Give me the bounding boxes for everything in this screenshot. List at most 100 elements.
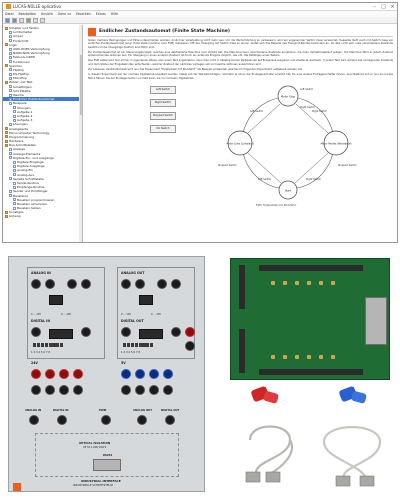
tree-item[interactable]: Lichtschalter [3,30,82,34]
tree-item[interactable]: Fortschritt [3,39,82,43]
jack-5v-gnd-2[interactable] [135,385,145,395]
tree-item[interactable]: Anzeige [3,147,82,151]
tree-item[interactable]: Speicher [3,64,82,68]
tree-item[interactable]: Serielle Schnittstelle [3,177,82,181]
jack-5v-blue-4[interactable] [163,369,173,379]
jack-5v-gnd-3[interactable] [149,385,159,395]
jack-digital-in-2[interactable] [81,327,91,337]
jack-pwm[interactable] [101,415,111,425]
tree-item[interactable]: Aufgabe 2 [3,114,82,118]
digital-out-connector[interactable] [139,329,163,339]
tree-item[interactable]: Exklusiv-ODER [3,55,82,59]
tree-item[interactable]: UND-ODER Verknüpfung [3,47,82,51]
analog-in-connector[interactable] [49,295,63,305]
tree-item[interactable]: Sende-Routine [3,181,82,185]
jack-analog-out-small[interactable] [137,415,147,425]
digital-in-connector[interactable] [49,329,73,339]
jack-5v-blue-1[interactable] [121,369,131,379]
jack-analog-out-1[interactable] [121,279,131,289]
tree-item[interactable]: Monoflop [3,76,82,80]
jack-24v-gnd-4[interactable] [73,385,83,395]
tree-item[interactable]: Hardware [3,139,82,143]
jack-24v-red-4[interactable] [73,369,83,379]
tree-item[interactable]: Empfangs-Routine [3,185,82,189]
tree-item[interactable]: Programmierung [3,135,82,139]
jack-analog-in-1[interactable] [31,279,41,289]
jack-digital-out-1[interactable] [121,327,131,337]
tree-item[interactable]: Bausteine [3,194,82,198]
tree-item[interactable]: Baustein programmieren [3,198,82,202]
tree-item[interactable]: Microcomputer Technology [3,131,82,135]
jack-24v-gnd-1[interactable] [31,385,41,395]
tree-item[interactable]: NAND-NOR Verknüpfung [3,51,82,55]
tree-item[interactable]: Schalter und Tasten [3,26,82,30]
menu-edit[interactable]: Bearbeiten [18,12,37,16]
tree-item[interactable]: Digitale Ausgänge [3,164,82,168]
tree-item[interactable]: Analog-Aus [3,173,82,177]
menu-view[interactable]: Ansicht [41,12,53,16]
jack-5v-blue-2[interactable] [135,369,145,379]
tree-item[interactable]: Lösungen [3,122,82,126]
tree-item[interactable]: Analog-Ein [3,168,82,172]
tree-item[interactable]: Baustein testen [3,206,82,210]
jack-analog-in-3[interactable] [67,279,77,289]
jack-5v-gnd-4[interactable] [163,385,173,395]
tree-item[interactable]: Digitale Ein- und Ausgänge [3,156,82,160]
jack-analog-out-2[interactable] [135,279,145,289]
jack-analog-out-4[interactable] [171,279,181,289]
analog-out-connector[interactable] [139,295,153,305]
tree-item[interactable]: Endlicher Zustandsautomat [3,97,82,102]
close-button[interactable]: × [390,3,395,10]
jack-analog-out-3[interactable] [157,279,167,289]
tree-item[interactable]: Ampel [3,34,82,38]
jack-24v-gnd-3[interactable] [59,385,69,395]
jack-digital-out-small[interactable] [165,415,175,425]
settings-icon[interactable] [40,17,45,23]
tree-item[interactable]: Anhang [3,214,82,218]
rs232-port[interactable] [93,459,121,471]
back-icon[interactable] [5,17,10,23]
jack-24v-red-2[interactable] [45,369,55,379]
jack-5v-gnd-1[interactable] [121,385,131,395]
jack-digital-in-small[interactable] [57,415,67,425]
tree-item[interactable]: Flipflop [3,68,82,72]
forward-icon[interactable] [12,17,17,23]
menu-file[interactable]: Datei [5,12,14,16]
stopped-switch-button[interactable]: Stopped Switch [150,111,176,120]
maximize-button[interactable]: □ [381,3,386,10]
tree-item[interactable]: Logik [3,43,82,47]
tree-item[interactable]: Sender und Empfänger [3,189,82,193]
print-icon[interactable] [26,17,31,23]
tree-item[interactable]: Schrittkette [3,89,82,93]
jack-24v-red-1[interactable] [31,369,41,379]
tree-item[interactable]: Übungen [3,106,82,110]
tree-item[interactable]: Bus-Schnittstellen [3,143,82,147]
menu-goto[interactable]: Gehe zu [57,12,71,16]
tree-item[interactable]: Funktionen [3,60,82,64]
tree-item[interactable]: Analogwerte [3,127,82,131]
jack-24v-gnd-2[interactable] [45,385,55,395]
jack-analog-in-4[interactable] [81,279,91,289]
tree-item[interactable]: RS-Flipflop [3,72,82,76]
menu-extras[interactable]: Extras [95,12,106,16]
jack-digital-out-2[interactable] [171,327,181,337]
tree-item[interactable]: Aufgabe 1 [3,110,82,114]
tree-scroll-thumb[interactable] [79,55,82,115]
search-icon[interactable] [33,17,38,23]
jack-24v-red-3[interactable] [59,369,69,379]
home-icon[interactable] [19,17,24,23]
tree-item[interactable]: Beispiele [3,101,82,105]
menu-favorites[interactable]: Favoriten [75,12,91,16]
tree-item[interactable]: Baustein simulieren [3,202,82,206]
tree-item[interactable]: Digitale Eingänge [3,160,82,164]
jack-power-red[interactable] [185,327,195,337]
jack-analog-in-2[interactable] [45,279,55,289]
right-switch-button[interactable]: Right Switch [150,98,176,107]
no-switch-button[interactable]: No Switch [150,124,176,133]
jack-power-black[interactable] [185,341,195,351]
tree-scrollbar[interactable] [79,25,82,242]
jack-digital-in-1[interactable] [31,327,41,337]
tree-item[interactable]: Zähler und Takt [3,80,82,84]
menu-help[interactable]: Hilfe [110,12,119,16]
minimize-button[interactable]: – [373,3,376,10]
